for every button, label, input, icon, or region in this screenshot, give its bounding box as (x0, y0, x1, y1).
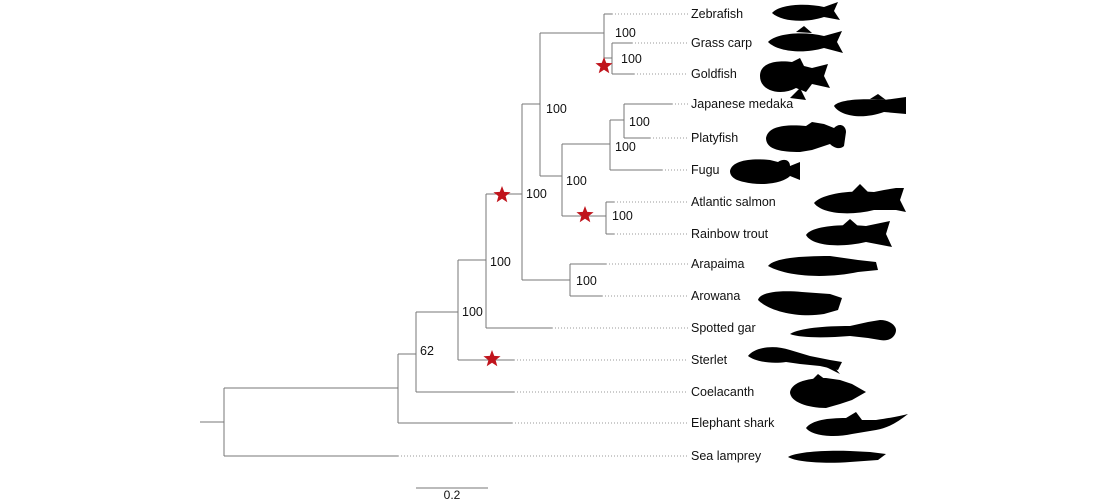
fish-silhouette-icon (806, 412, 908, 436)
fish-silhouette-icon (768, 26, 843, 53)
taxon-label-platyfish: Platyfish (691, 131, 738, 145)
scale-bar-label: 0.2 (444, 488, 461, 500)
taxon-label-sea-lamprey: Sea lamprey (691, 449, 762, 463)
taxon-label-arowana: Arowana (691, 289, 740, 303)
fish-silhouette-icon (730, 159, 800, 184)
fish-silhouette-icon (768, 256, 878, 276)
star-icon (576, 206, 594, 223)
star-icon (595, 57, 613, 74)
tree-branches (200, 13, 672, 457)
support-bony: 62 (420, 344, 434, 358)
fish-silhouette-icon (772, 2, 840, 21)
fish-silhouette-icon (766, 122, 846, 152)
fish-silhouette-icon (806, 219, 892, 247)
scale-bar: 0.2 (416, 487, 488, 500)
support-carp-goldfish: 100 (621, 52, 642, 66)
support-actinopterygii: 100 (462, 305, 483, 319)
taxon-label-goldfish: Goldfish (691, 67, 737, 81)
fish-silhouette-icon (760, 58, 830, 100)
support-euteleosts: 100 (566, 174, 587, 188)
taxon-label-coelacanth: Coelacanth (691, 385, 754, 399)
taxon-label-spotted-gar: Spotted gar (691, 321, 756, 335)
fish-silhouette-icon (748, 347, 842, 374)
fish-silhouette-icon (814, 184, 906, 214)
event-markers (483, 57, 613, 367)
taxon-label-arapaima: Arapaima (691, 257, 745, 271)
support-salmonids: 100 (612, 209, 633, 223)
taxon-labels: Zebrafish Grass carp Goldfish Japanese m… (691, 7, 793, 463)
taxon-label-grass-carp: Grass carp (691, 36, 752, 50)
support-acanthopterygii: 100 (615, 140, 636, 154)
taxon-label-zebrafish: Zebrafish (691, 7, 743, 21)
leader-lines (398, 13, 688, 457)
fish-silhouette-icon (788, 450, 886, 463)
support-cyprinid: 100 (615, 26, 636, 40)
taxon-label-rainbow-trout: Rainbow trout (691, 227, 769, 241)
fish-silhouette-icon (790, 374, 866, 408)
fish-silhouettes (730, 2, 908, 463)
taxon-label-sterlet: Sterlet (691, 353, 728, 367)
taxon-label-atlantic-salmon: Atlantic salmon (691, 195, 776, 209)
support-medaka-platy: 100 (629, 115, 650, 129)
support-values: 100 100 100 100 100 100 100 100 100 100 … (420, 26, 650, 358)
support-osteoglosso: 100 (576, 274, 597, 288)
fish-silhouette-icon (834, 94, 906, 117)
fish-silhouette-icon (758, 291, 842, 316)
taxon-label-japanese-medaka: Japanese medaka (691, 97, 793, 111)
star-icon (483, 350, 501, 367)
star-icon (493, 186, 511, 203)
support-teleosts: 100 (526, 187, 547, 201)
support-clupeocephala: 100 (546, 102, 567, 116)
support-neopterygii: 100 (490, 255, 511, 269)
taxon-label-fugu: Fugu (691, 163, 720, 177)
fish-silhouette-icon (790, 320, 896, 341)
taxon-label-elephant-shark: Elephant shark (691, 416, 775, 430)
